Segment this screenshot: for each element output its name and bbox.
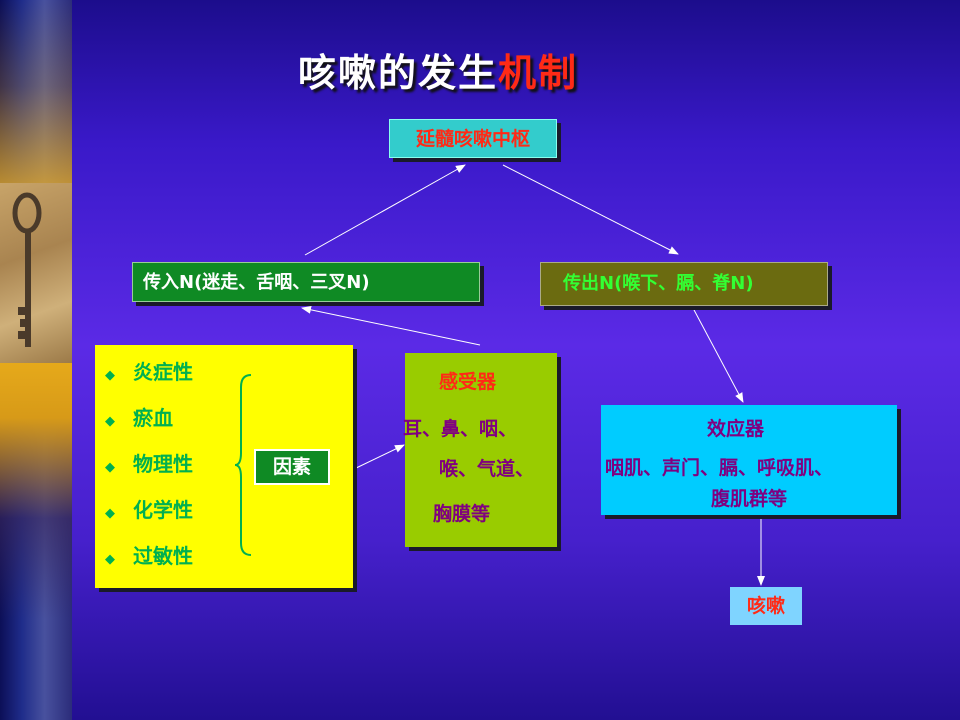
effector-line: 腹肌群等 <box>711 488 788 510</box>
arrow-efferent-to-effector <box>692 307 744 403</box>
page-title: 咳嗽的发生机制 <box>298 42 578 97</box>
effector-box: 效应器 咽肌、声门、膈、呼吸肌、 腹肌群等 <box>601 405 897 515</box>
receptor-line: 耳、鼻、咽、 <box>403 418 518 440</box>
receptor-line: 胸膜等 <box>433 503 491 525</box>
effector-title: 效应器 <box>707 418 765 440</box>
arrow-afferent-to-center <box>304 164 466 256</box>
factor-label: 化学性 <box>133 498 193 522</box>
diamond-bullet-icon: ◆ <box>105 552 115 567</box>
antique-key-image <box>0 183 72 363</box>
factors-label-box: 因素 <box>254 449 330 485</box>
diamond-bullet-icon: ◆ <box>105 460 115 475</box>
arrow-center-to-efferent <box>502 164 679 255</box>
factor-label: 瘀血 <box>133 406 173 430</box>
diamond-bullet-icon: ◆ <box>105 506 115 521</box>
diamond-bullet-icon: ◆ <box>105 414 115 429</box>
factors-brace-icon <box>234 374 252 556</box>
factor-label: 过敏性 <box>133 544 193 568</box>
title-accent: 机制 <box>498 51 579 95</box>
receptor-line: 喉、气道、 <box>439 458 535 480</box>
effector-line: 咽肌、声门、膈、呼吸肌、 <box>605 457 834 479</box>
arrow-factors-to-receptor <box>351 444 405 471</box>
factor-label: 物理性 <box>133 452 193 476</box>
diamond-bullet-icon: ◆ <box>105 368 115 383</box>
title-main: 咳嗽的发生 <box>298 51 499 95</box>
cough-box: 咳嗽 <box>730 587 802 625</box>
key-icon <box>12 192 42 347</box>
factor-item: ◆ 瘀血 <box>105 404 173 432</box>
efferent-nerve-box: 传出N(喉下、膈、脊N) <box>540 262 828 306</box>
factor-item: ◆ 炎症性 <box>105 358 193 386</box>
factor-item: ◆ 过敏性 <box>105 542 193 570</box>
factor-label: 炎症性 <box>133 360 193 384</box>
cough-center-box: 延髓咳嗽中枢 <box>389 119 557 158</box>
receptor-box: 感受器 耳、鼻、咽、 喉、气道、 胸膜等 <box>403 353 557 547</box>
arrow-receptor-to-afferent <box>301 305 481 346</box>
factor-item: ◆ 化学性 <box>105 496 193 524</box>
afferent-nerve-box: 传入N(迷走、舌咽、三叉N) <box>132 262 480 302</box>
receptor-title: 感受器 <box>439 371 497 393</box>
factor-item: ◆ 物理性 <box>105 450 193 478</box>
